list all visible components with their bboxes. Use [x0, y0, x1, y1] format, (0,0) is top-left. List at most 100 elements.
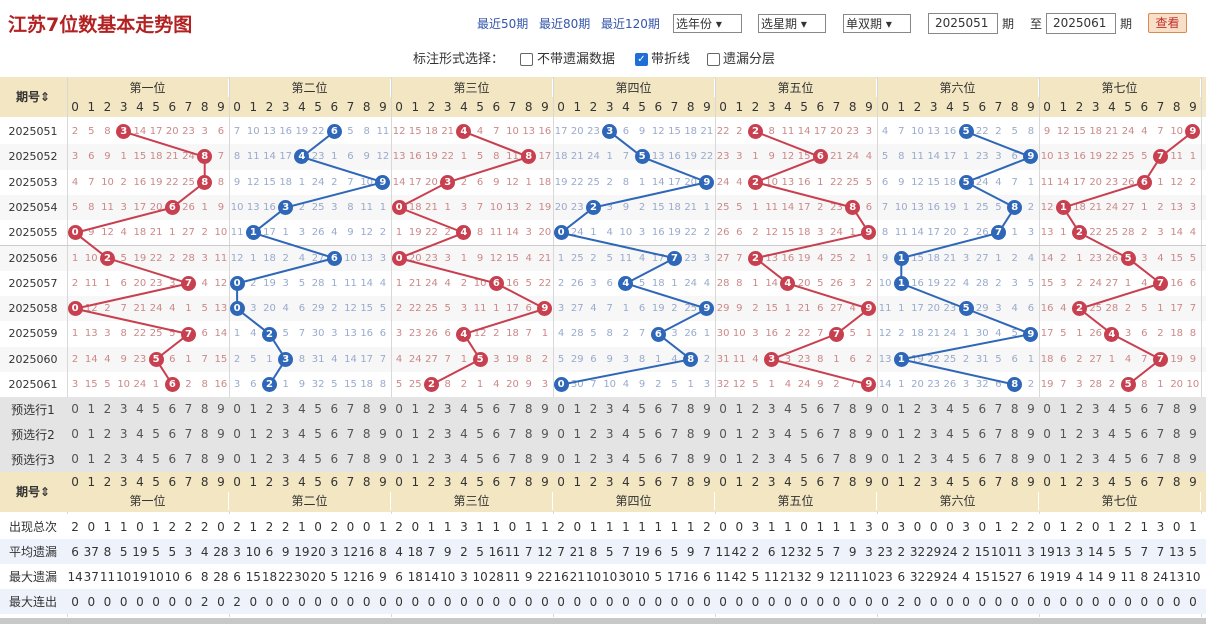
preselect-digit[interactable]: 2	[751, 452, 760, 467]
preselect-digit[interactable]: 0	[233, 402, 241, 417]
preselect-digit[interactable]: 2	[103, 452, 112, 467]
preselect-digit[interactable]: 7	[670, 427, 679, 442]
preselect-digit[interactable]: 5	[476, 402, 484, 417]
preselect-digit[interactable]: 6	[492, 402, 501, 417]
preselect-digit[interactable]: 0	[881, 452, 889, 467]
preselect-digit[interactable]: 8	[200, 452, 209, 467]
preselect-digit[interactable]: 7	[1156, 427, 1165, 442]
preselect-digit[interactable]: 0	[719, 427, 727, 442]
preselect-digit[interactable]: 6	[492, 427, 501, 442]
preselect-digit[interactable]: 4	[136, 402, 144, 417]
preselect-digit[interactable]: 4	[1108, 452, 1116, 467]
preselect-digit[interactable]: 9	[1189, 402, 1197, 417]
preselect-digit[interactable]: 7	[346, 427, 355, 442]
preselect-digit[interactable]: 3	[443, 427, 452, 442]
preselect-digit[interactable]: 5	[1124, 402, 1132, 417]
preselect-digit[interactable]: 6	[330, 427, 339, 442]
preselect-digit[interactable]: 0	[557, 427, 565, 442]
preselect-digit[interactable]: 8	[524, 427, 533, 442]
preselect-digit[interactable]: 4	[298, 402, 306, 417]
query-button[interactable]: 查看	[1148, 13, 1187, 33]
preselect-digit[interactable]: 9	[703, 452, 711, 467]
preselect-digit[interactable]: 5	[152, 402, 160, 417]
preselect-digit[interactable]: 3	[929, 452, 938, 467]
preselect-digit[interactable]: 8	[524, 452, 533, 467]
preselect-digit[interactable]: 6	[1140, 427, 1149, 442]
preselect-digit[interactable]: 6	[978, 402, 987, 417]
preselect-digit[interactable]: 1	[87, 402, 96, 417]
preselect-digit[interactable]: 7	[1156, 402, 1165, 417]
preselect-digit[interactable]: 9	[379, 402, 387, 417]
preselect-digit[interactable]: 4	[136, 452, 144, 467]
preselect-digit[interactable]: 6	[816, 402, 825, 417]
preselect-digit[interactable]: 0	[395, 452, 403, 467]
preselect-digit[interactable]: 9	[703, 402, 711, 417]
recent-80-link[interactable]: 最近80期	[539, 17, 591, 31]
preselect-digit[interactable]: 3	[281, 427, 290, 442]
preselect-digit[interactable]: 7	[184, 452, 193, 467]
preselect-digit[interactable]: 5	[638, 452, 646, 467]
preselect-digit[interactable]: 3	[929, 427, 938, 442]
preselect-digit[interactable]: 5	[638, 427, 646, 442]
preselect-digit[interactable]: 1	[1059, 427, 1068, 442]
preselect-digit[interactable]: 9	[1189, 452, 1197, 467]
preselect-digit[interactable]: 1	[573, 402, 582, 417]
preselect-digit[interactable]: 9	[1027, 427, 1035, 442]
preselect-digit[interactable]: 4	[784, 402, 792, 417]
preselect-digit[interactable]: 9	[541, 427, 549, 442]
preselect-digit[interactable]: 3	[767, 402, 776, 417]
preselect-digit[interactable]: 0	[557, 452, 565, 467]
preselect-digit[interactable]: 6	[492, 452, 501, 467]
preselect-digit[interactable]: 3	[1091, 427, 1100, 442]
preselect-digit[interactable]: 9	[217, 402, 225, 417]
preselect-digit[interactable]: 2	[427, 452, 436, 467]
preselect-digit[interactable]: 9	[217, 427, 225, 442]
preselect-digit[interactable]: 1	[87, 452, 96, 467]
preselect-digit[interactable]: 4	[946, 427, 954, 442]
preselect-digit[interactable]: 1	[573, 452, 582, 467]
preselect-digit[interactable]: 5	[314, 427, 322, 442]
preselect-digit[interactable]: 3	[281, 452, 290, 467]
preselect-digit[interactable]: 4	[136, 427, 144, 442]
preselect-digit[interactable]: 8	[1010, 452, 1019, 467]
preselect-digit[interactable]: 0	[71, 402, 79, 417]
preselect-digit[interactable]: 7	[832, 427, 841, 442]
preselect-digit[interactable]: 5	[314, 452, 322, 467]
preselect-digit[interactable]: 3	[443, 402, 452, 417]
recent-50-link[interactable]: 最近50期	[477, 17, 529, 31]
preselect-digit[interactable]: 0	[395, 427, 403, 442]
preselect-digit[interactable]: 2	[1075, 427, 1084, 442]
period-header[interactable]: 期号⇕	[15, 90, 51, 104]
preselect-digit[interactable]: 5	[638, 402, 646, 417]
preselect-digit[interactable]: 4	[946, 402, 954, 417]
preselect-digit[interactable]: 3	[443, 452, 452, 467]
preselect-digit[interactable]: 8	[200, 427, 209, 442]
preselect-digit[interactable]: 7	[994, 452, 1003, 467]
preselect-digit[interactable]: 5	[1124, 427, 1132, 442]
recent-120-link[interactable]: 最近120期	[601, 17, 660, 31]
no-omission-checkbox[interactable]	[520, 53, 533, 66]
preselect-digit[interactable]: 4	[460, 452, 468, 467]
preselect-digit[interactable]: 3	[119, 427, 128, 442]
preselect-digit[interactable]: 5	[962, 402, 970, 417]
preselect-digit[interactable]: 2	[265, 427, 274, 442]
preselect-digit[interactable]: 0	[881, 402, 889, 417]
preselect-digit[interactable]: 0	[557, 402, 565, 417]
preselect-digit[interactable]: 4	[622, 452, 630, 467]
preselect-digit[interactable]: 9	[865, 427, 873, 442]
preselect-digit[interactable]: 0	[233, 427, 241, 442]
preselect-digit[interactable]: 3	[605, 402, 614, 417]
preselect-digit[interactable]: 1	[411, 452, 420, 467]
preselect-digit[interactable]: 3	[929, 402, 938, 417]
preselect-digit[interactable]: 7	[184, 427, 193, 442]
preselect-digit[interactable]: 3	[767, 427, 776, 442]
period-footer-header[interactable]: 期号⇕	[15, 485, 51, 500]
period-from-input[interactable]: 2025051	[928, 13, 998, 34]
preselect-digit[interactable]: 5	[800, 402, 808, 417]
preselect-digit[interactable]: 2	[1075, 402, 1084, 417]
preselect-digit[interactable]: 0	[233, 452, 241, 467]
preselect-digit[interactable]: 9	[703, 427, 711, 442]
preselect-digit[interactable]: 7	[994, 427, 1003, 442]
preselect-digit[interactable]: 4	[784, 427, 792, 442]
preselect-digit[interactable]: 2	[751, 427, 760, 442]
